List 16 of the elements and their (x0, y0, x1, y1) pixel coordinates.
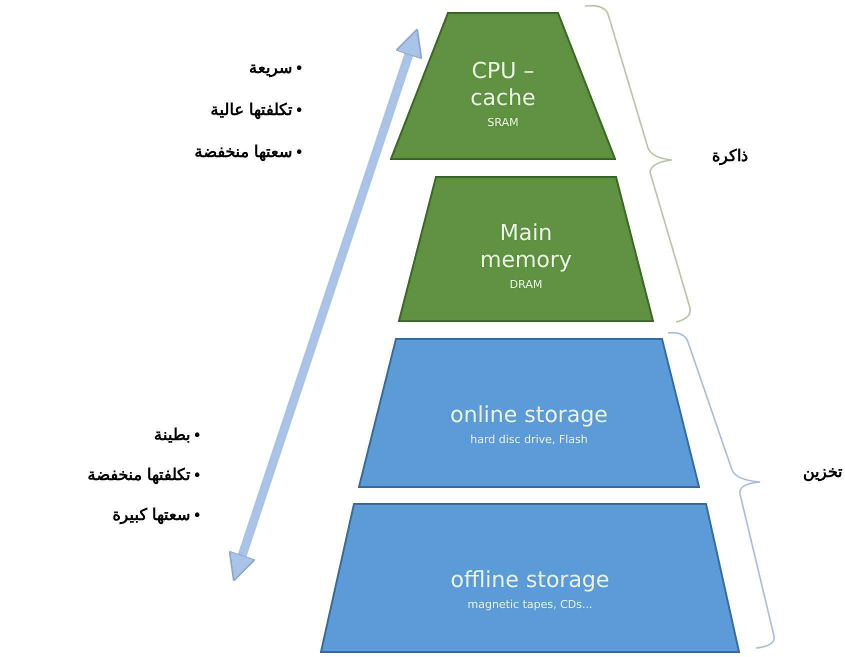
bullet-item: • سعتها منخفضة (194, 143, 302, 162)
bullet-item: • بطينة (154, 426, 200, 445)
tier-subtitle: magnetic tapes, CDs... (468, 598, 592, 611)
bracket-label: تخزين (803, 463, 842, 482)
tier-subtitle: SRAM (487, 116, 519, 128)
tier-subtitle: hard disc drive, Flash (470, 432, 588, 446)
bullet-item: • تكلفتها منخفضة (88, 466, 200, 485)
tier-title: online storage (450, 402, 608, 430)
tier-title: CPU – cache (469, 58, 537, 112)
tier-subtitle: DRAM (510, 278, 542, 290)
bullet-item: • تكلفتها عالية (210, 101, 302, 120)
bullet-item: • سعتها كبيرة (112, 506, 200, 525)
bracket-label: ذاكرة (712, 147, 748, 166)
bullet-item: • سريعة (248, 59, 302, 78)
tier-title: Main memory (479, 220, 573, 274)
tier-title: offline storage (450, 567, 610, 595)
